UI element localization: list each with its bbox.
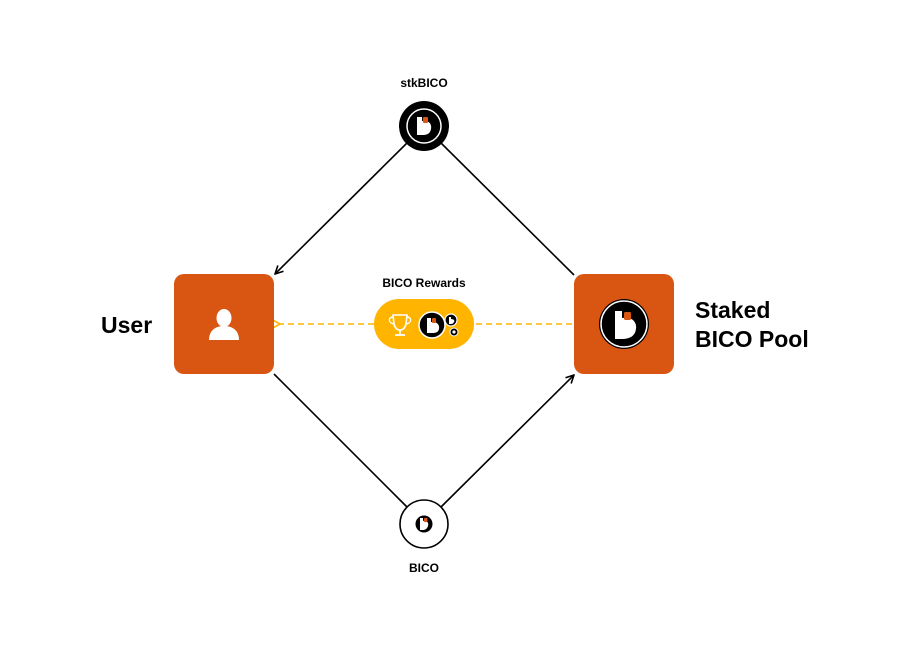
- line-user-to-bico: [273, 373, 408, 508]
- bico-rewards-label: BICO Rewards: [382, 276, 466, 290]
- staked-pool-label-line2: BICO Pool: [695, 326, 809, 352]
- stkbico-label: stkBICO: [400, 76, 448, 90]
- line-stkbico-to-pool: [440, 142, 575, 276]
- arrow-bico-to-pool: [440, 375, 574, 508]
- arrow-stkbico-to-user: [275, 142, 408, 274]
- user-icon: [209, 309, 239, 340]
- bico-reward-token-icon: [418, 311, 459, 339]
- bico-label: BICO: [409, 561, 439, 575]
- bico-logo-icon: [599, 299, 649, 349]
- trophy-icon: [388, 314, 412, 336]
- stkbico-token: [399, 101, 449, 151]
- staked-pool-label-line1: Staked: [695, 297, 771, 323]
- user-label: User: [101, 312, 153, 338]
- bico-token: [399, 499, 449, 549]
